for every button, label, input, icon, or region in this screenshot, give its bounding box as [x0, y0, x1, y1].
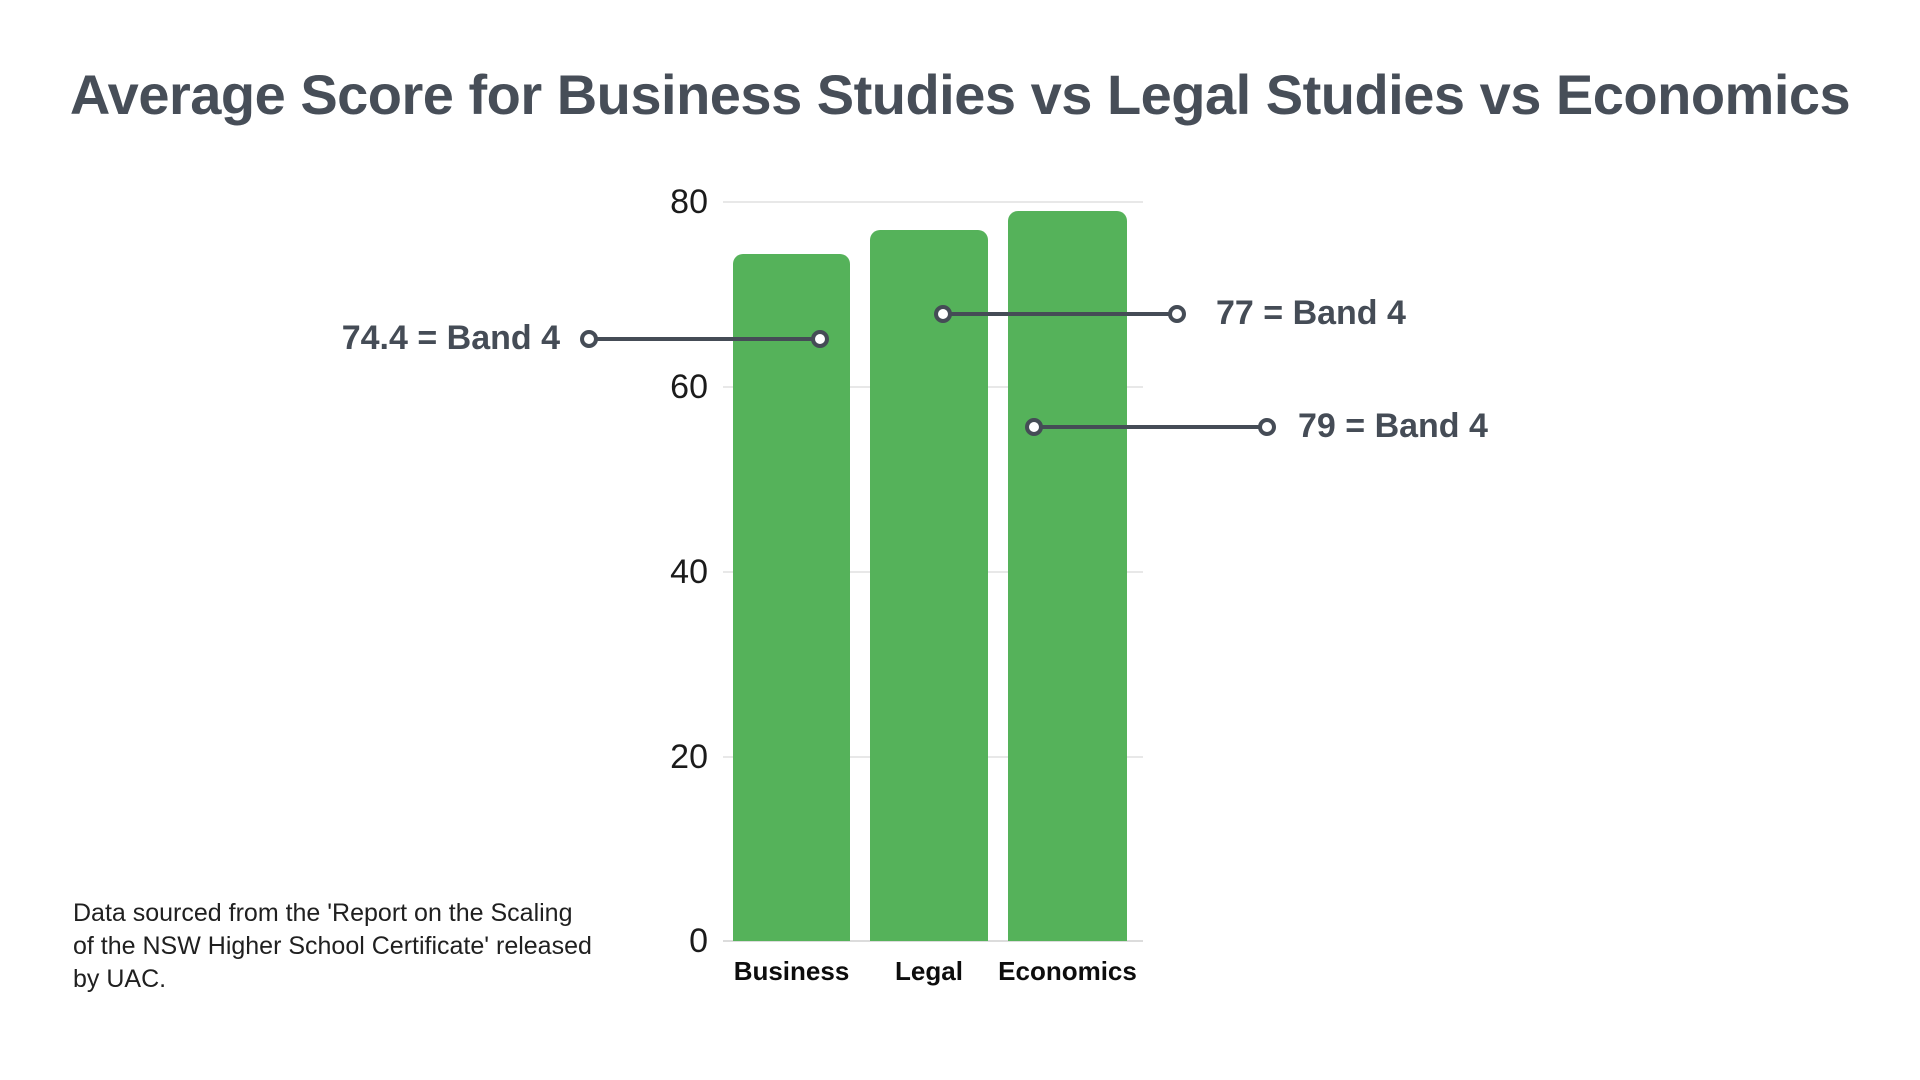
axis-baseline — [723, 940, 1143, 942]
connector-dot-icon — [1258, 418, 1276, 436]
connector-dot-icon — [811, 330, 829, 348]
bar-legal — [870, 230, 988, 941]
connector-dot-icon — [1025, 418, 1043, 436]
gridline-80 — [723, 201, 1143, 203]
connector-line-business — [589, 337, 820, 341]
source-note-line: of the NSW Higher School Certificate' re… — [73, 932, 592, 960]
source-note-line: Data sourced from the 'Report on the Sca… — [73, 899, 573, 927]
annotation-label-business: 74.4 = Band 4 — [341, 319, 560, 357]
y-tick-label-60: 60 — [670, 368, 708, 406]
bar-business — [733, 254, 850, 941]
connector-dot-icon — [1168, 305, 1186, 323]
x-axis-label-business: Business — [733, 956, 850, 986]
y-tick-label-20: 20 — [670, 738, 708, 776]
connector-line-economics — [1034, 425, 1267, 429]
y-tick-label-40: 40 — [670, 553, 708, 591]
source-note: Data sourced from the 'Report on the Sca… — [73, 897, 592, 996]
chart-title: Average Score for Business Studies vs Le… — [69, 63, 1851, 126]
annotation-label-legal: 77 = Band 4 — [1216, 294, 1406, 332]
source-note-line: by UAC. — [73, 965, 167, 993]
connector-line-legal — [943, 312, 1177, 316]
bar-economics — [1008, 211, 1127, 941]
x-axis-label-legal: Legal — [895, 956, 963, 986]
connector-dot-icon — [934, 305, 952, 323]
y-tick-label-0: 0 — [689, 922, 708, 960]
x-axis-label-economics: Economics — [998, 956, 1137, 986]
annotation-label-economics: 79 = Band 4 — [1298, 407, 1488, 445]
y-tick-label-80: 80 — [670, 183, 708, 221]
connector-dot-icon — [580, 330, 598, 348]
